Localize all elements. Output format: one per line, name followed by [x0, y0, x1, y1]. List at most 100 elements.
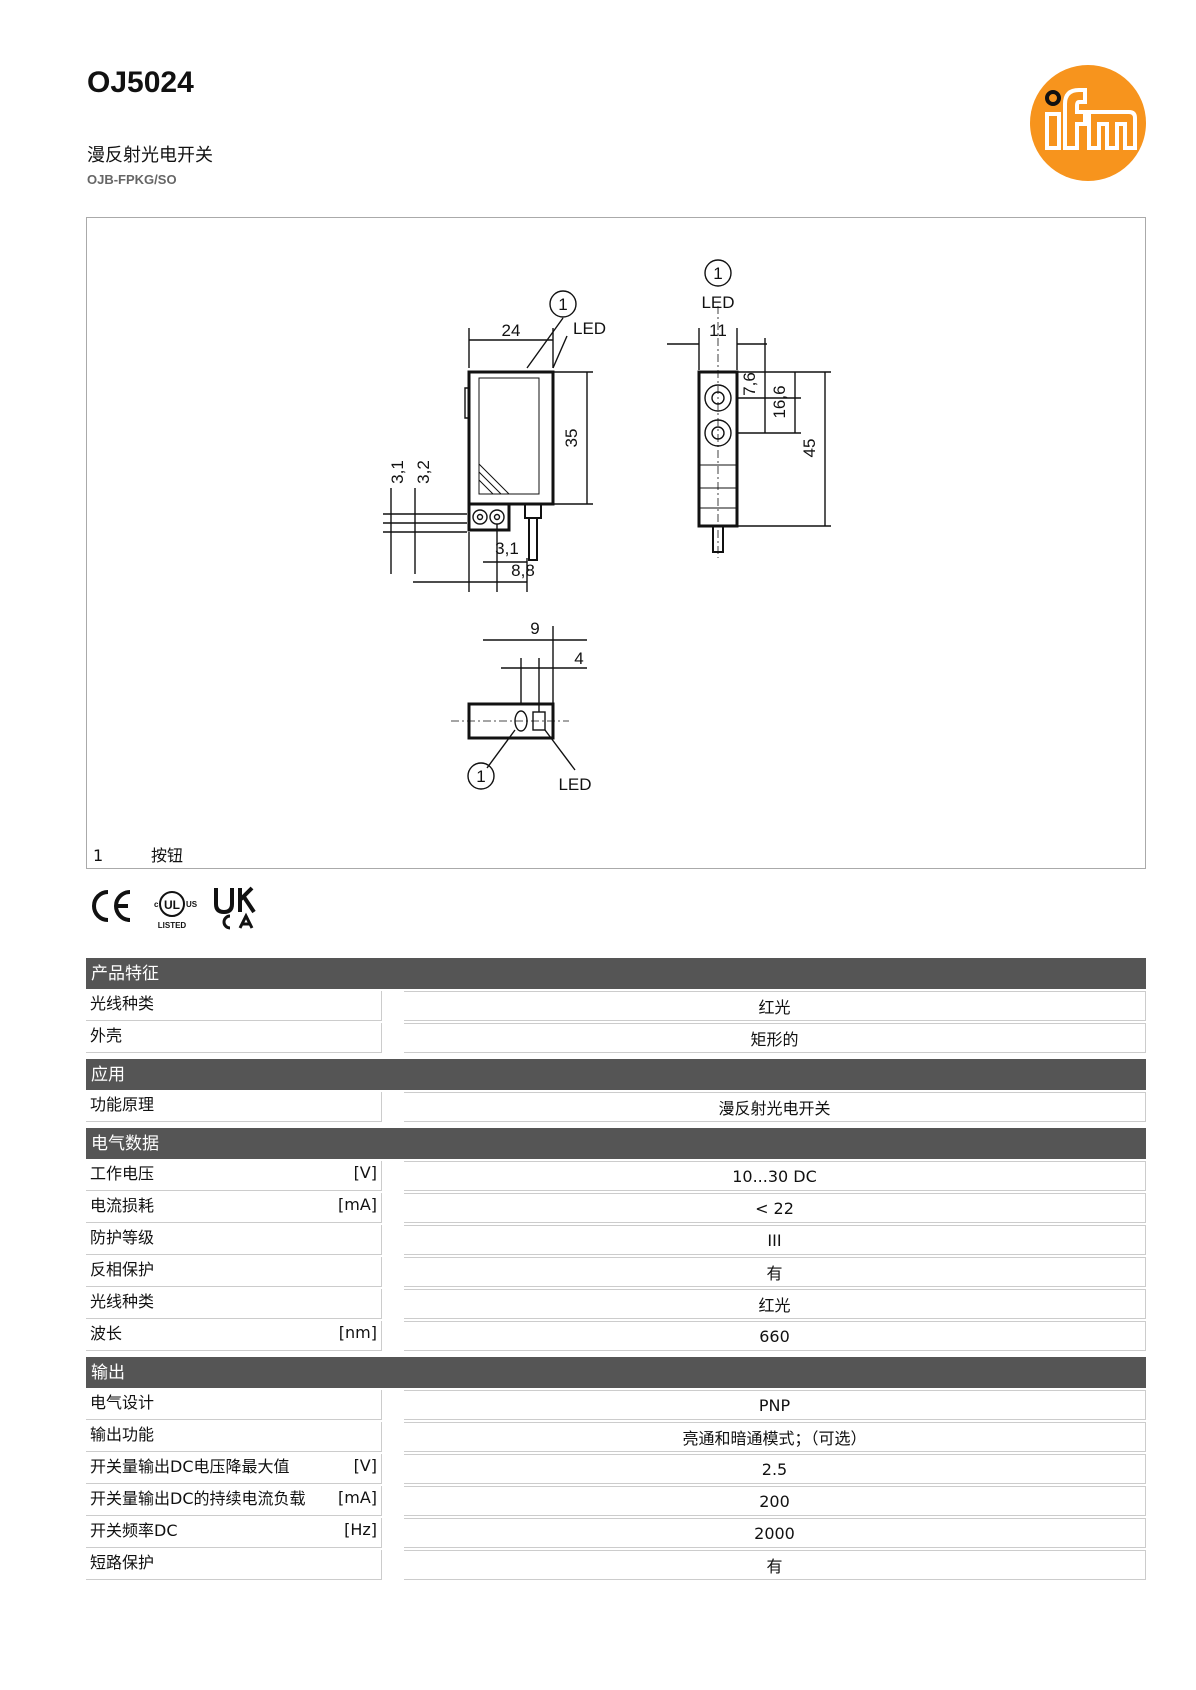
dimension-drawing-svg: 1 LED 24 35 3,1 3,2 3,1 8,8 1 LED 11 7,6… [383, 259, 831, 794]
spec-value: 亮通和暗通模式；（可选） [404, 1422, 1146, 1452]
spec-row: 反相保护 有 [86, 1257, 1146, 1287]
spec-label: 反相保护 [90, 1260, 155, 1279]
spec-label-cell: 开关频率DC [Hz] [86, 1518, 382, 1548]
spec-value: 2000 [404, 1518, 1146, 1548]
spec-unit: [nm] [338, 1323, 377, 1342]
spec-row: 防护等级 III [86, 1225, 1146, 1255]
spec-value: 红光 [404, 1289, 1146, 1319]
spec-label: 短路保护 [90, 1553, 155, 1572]
spec-unit: [Hz] [344, 1520, 377, 1539]
spec-label-cell: 开关量输出DC的持续电流负载 [mA] [86, 1486, 382, 1516]
spec-value: 矩形的 [404, 1023, 1146, 1053]
dim-16-6: 16,6 [770, 385, 789, 418]
spec-section-header: 电气数据 [86, 1128, 1146, 1159]
spec-label: 开关频率DC [90, 1521, 178, 1540]
certification-marks: UL c US LISTED [92, 886, 256, 930]
spec-label: 工作电压 [90, 1164, 155, 1183]
spec-label-cell: 短路保护 [86, 1550, 382, 1580]
spec-label: 外壳 [90, 1026, 123, 1045]
spec-label-cell: 防护等级 [86, 1225, 382, 1255]
ifm-logo [1030, 65, 1146, 181]
spec-value: < 22 [404, 1193, 1146, 1223]
dimension-drawing: 1 LED 24 35 3,1 3,2 3,1 8,8 1 LED 11 7,6… [86, 217, 1146, 869]
dim-3-2: 3,2 [414, 460, 433, 484]
spec-row: 工作电压 [V] 10...30 DC [86, 1161, 1146, 1191]
legend-number: 1 [93, 846, 104, 865]
svg-text:c: c [154, 900, 159, 909]
dim-4: 4 [574, 649, 583, 668]
spec-label: 光线种类 [90, 1292, 155, 1311]
product-code: OJB-FPKG/SO [87, 172, 177, 187]
spec-row: 光线种类 红光 [86, 991, 1146, 1021]
spec-unit: [V] [353, 1456, 377, 1475]
dim-9: 9 [530, 619, 539, 638]
spec-label: 输出功能 [90, 1425, 155, 1444]
dim-35: 35 [562, 429, 581, 448]
spec-value: PNP [404, 1390, 1146, 1420]
spec-label-cell: 光线种类 [86, 991, 382, 1021]
spec-value: 有 [404, 1550, 1146, 1580]
spec-label: 波长 [90, 1324, 123, 1343]
legend-text: 按钮 [151, 846, 184, 865]
spec-value: 漫反射光电开关 [404, 1092, 1146, 1122]
svg-text:UL: UL [164, 898, 180, 912]
spec-value: 10...30 DC [404, 1161, 1146, 1191]
spec-row: 功能原理 漫反射光电开关 [86, 1092, 1146, 1122]
spec-label-cell: 反相保护 [86, 1257, 382, 1287]
spec-value: III [404, 1225, 1146, 1255]
drawing-legend: 1 按钮 [93, 842, 183, 866]
spec-label: 防护等级 [90, 1228, 155, 1247]
spec-label-cell: 电流损耗 [mA] [86, 1193, 382, 1223]
spec-label: 电气设计 [90, 1393, 155, 1412]
spec-row: 开关量输出DC的持续电流负载 [mA] 200 [86, 1486, 1146, 1516]
spec-label-cell: 波长 [nm] [86, 1321, 382, 1351]
spec-row: 开关量输出DC电压降最大值 [V] 2.5 [86, 1454, 1146, 1484]
spec-section-header: 产品特征 [86, 958, 1146, 989]
spec-table: 产品特征光线种类红光外壳矩形的应用功能原理漫反射光电开关电气数据工作电压[V]1… [86, 958, 1146, 1580]
spec-label: 电流损耗 [90, 1196, 155, 1215]
spec-row: 外壳 矩形的 [86, 1023, 1146, 1053]
spec-label: 开关量输出DC的持续电流负载 [90, 1489, 306, 1508]
spec-unit: [V] [353, 1163, 377, 1182]
spec-value: 红光 [404, 991, 1146, 1021]
spec-unit: [mA] [337, 1488, 377, 1507]
svg-text:LISTED: LISTED [158, 921, 187, 930]
dim-3-1-b: 3,1 [495, 539, 519, 558]
spec-row: 波长 [nm] 660 [86, 1321, 1146, 1351]
spec-row: 输出功能 亮通和暗通模式；（可选） [86, 1422, 1146, 1452]
product-title: OJ5024 [87, 66, 194, 99]
spec-value: 2.5 [404, 1454, 1146, 1484]
spec-label-cell: 光线种类 [86, 1289, 382, 1319]
callout-1-right: 1 [713, 264, 722, 283]
spec-label-cell: 工作电压 [V] [86, 1161, 382, 1191]
svg-text:US: US [186, 900, 198, 909]
callout-1-top: 1 [558, 295, 567, 314]
spec-row: 短路保护 有 [86, 1550, 1146, 1580]
spec-label-cell: 输出功能 [86, 1422, 382, 1452]
spec-value: 660 [404, 1321, 1146, 1351]
spec-value: 有 [404, 1257, 1146, 1287]
led-label-bottom: LED [558, 775, 591, 794]
spec-row: 电气设计 PNP [86, 1390, 1146, 1420]
spec-label-cell: 功能原理 [86, 1092, 382, 1122]
spec-unit: [mA] [337, 1195, 377, 1214]
led-label-right: LED [701, 293, 734, 312]
spec-label: 光线种类 [90, 994, 155, 1013]
callout-1-bottom: 1 [476, 767, 485, 786]
spec-label: 功能原理 [90, 1095, 155, 1114]
spec-section-header: 输出 [86, 1357, 1146, 1388]
dim-45: 45 [800, 439, 819, 458]
dim-8-8: 8,8 [511, 561, 535, 580]
spec-value: 200 [404, 1486, 1146, 1516]
dim-11: 11 [709, 321, 727, 340]
dim-24: 24 [502, 321, 521, 340]
spec-label: 开关量输出DC电压降最大值 [90, 1457, 290, 1476]
spec-row: 开关频率DC [Hz] 2000 [86, 1518, 1146, 1548]
spec-label-cell: 外壳 [86, 1023, 382, 1053]
spec-section-header: 应用 [86, 1059, 1146, 1090]
spec-row: 光线种类 红光 [86, 1289, 1146, 1319]
dim-7-6: 7,6 [740, 372, 759, 396]
spec-row: 电流损耗 [mA] < 22 [86, 1193, 1146, 1223]
spec-label-cell: 开关量输出DC电压降最大值 [V] [86, 1454, 382, 1484]
product-subtitle: 漫反射光电开关 [87, 145, 213, 166]
